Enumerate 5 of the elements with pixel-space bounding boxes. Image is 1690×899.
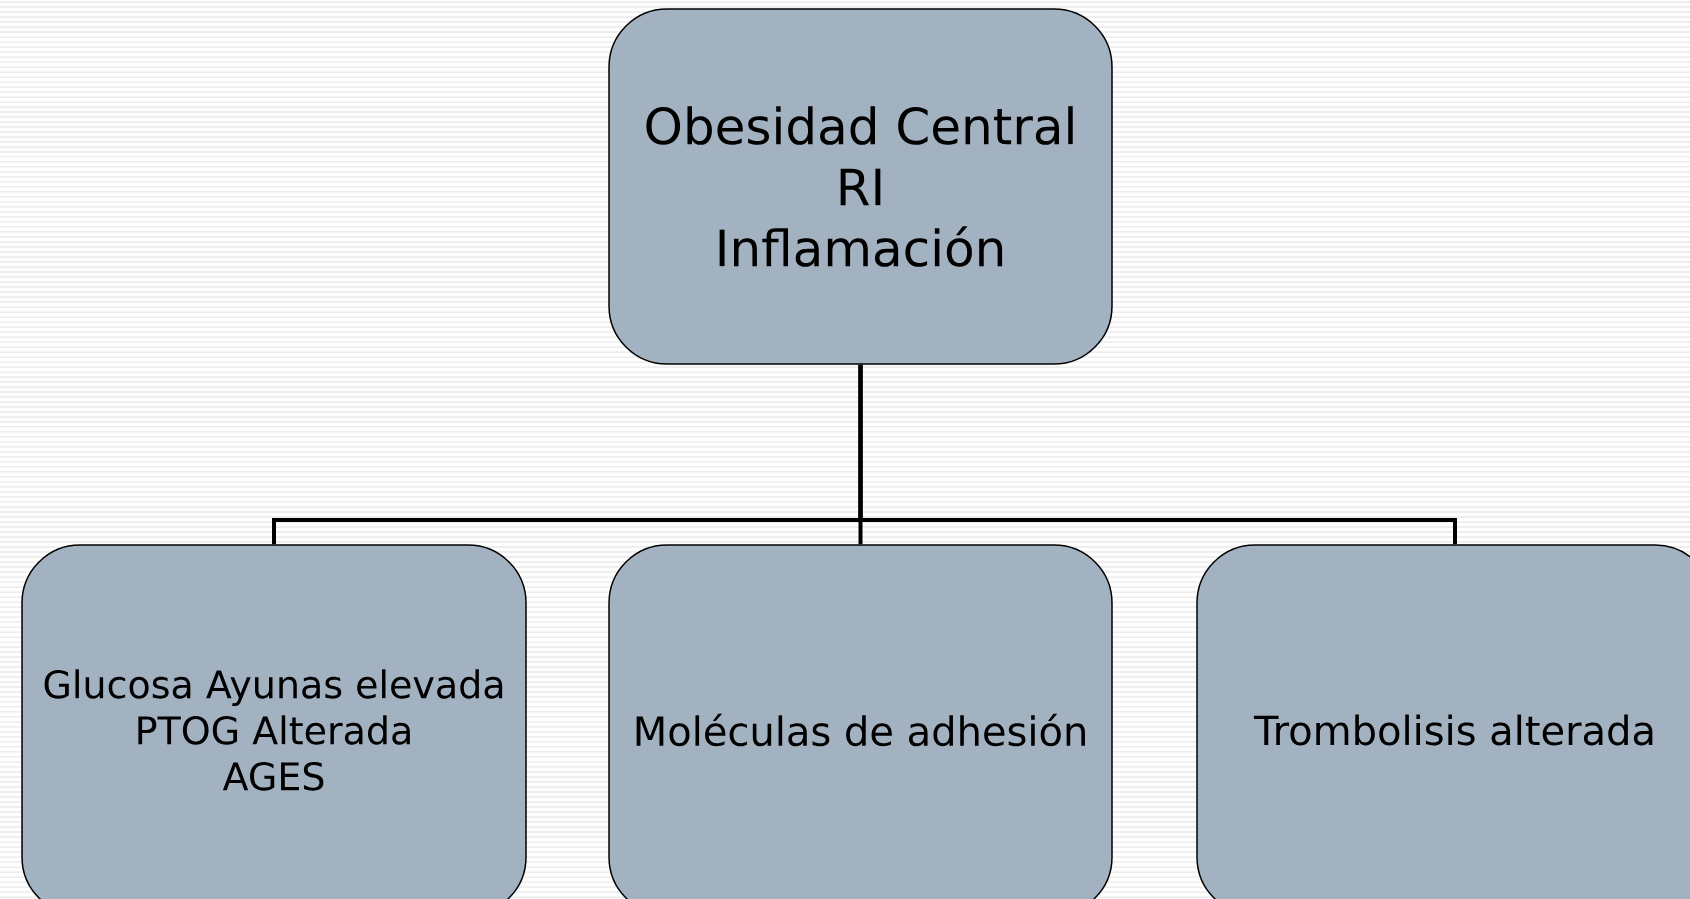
rounded-box: Glucosa Ayunas elevada PTOG Alterada AGES (21, 544, 527, 899)
rounded-box: Moléculas de adhesión (608, 544, 1113, 899)
rounded-box: Trombolisis alterada (1196, 544, 1690, 899)
rounded-box: Obesidad Central RI Inflamación (608, 8, 1113, 365)
connector (858, 364, 1457, 545)
